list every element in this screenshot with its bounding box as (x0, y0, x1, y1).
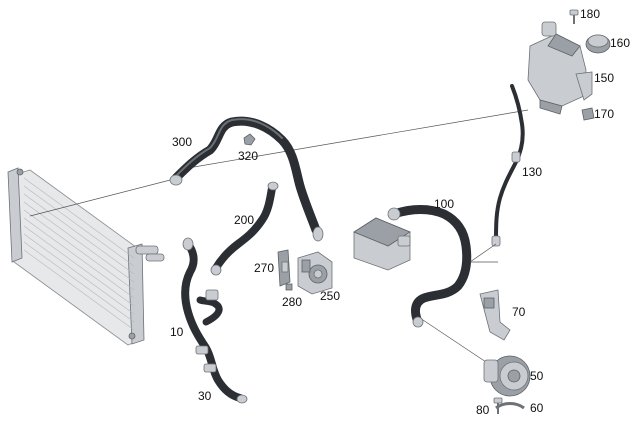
callout-10: 10 (170, 325, 184, 339)
radiator (7, 167, 165, 346)
bolt-80 (493, 397, 503, 414)
callout-180: 180 (580, 7, 600, 21)
callout-60: 60 (530, 401, 544, 415)
bracket-270 (277, 249, 291, 287)
clamp-60 (495, 402, 525, 410)
hose-100 (387, 205, 472, 328)
bushing-170 (581, 107, 595, 121)
callout-300: 300 (172, 135, 192, 149)
bracket-70 (479, 289, 511, 341)
callout-160: 160 (610, 36, 630, 50)
callout-50: 50 (530, 369, 544, 383)
callout-70: 70 (512, 305, 526, 319)
leader-radiator (29, 177, 179, 217)
cap-160 (585, 34, 611, 54)
screw-180 (569, 9, 579, 24)
callout-170: 170 (594, 107, 614, 121)
callout-80: 80 (476, 403, 490, 417)
hose-10 (181, 237, 248, 404)
clip-280 (285, 283, 293, 291)
callout-280: 280 (282, 295, 302, 309)
callout-200: 200 (234, 213, 254, 227)
aux-pump-250 (297, 251, 333, 295)
heat-exchanger (353, 217, 411, 271)
callout-130: 130 (522, 165, 542, 179)
callout-30: 30 (198, 389, 212, 403)
clip-320 (243, 133, 256, 146)
leader-pump-line (419, 317, 487, 363)
hose-200 (210, 181, 279, 276)
callout-320: 320 (238, 149, 258, 163)
callout-100: 100 (434, 197, 454, 211)
callout-labels: 10 30 50 60 70 80 100 130 150 160 170 18… (170, 7, 630, 417)
leader-tank-line (187, 109, 529, 169)
expansion-tank-150 (527, 21, 593, 115)
hose-300 (169, 116, 324, 242)
pipe-130 (469, 84, 525, 263)
callout-270: 270 (254, 261, 274, 275)
callout-250: 250 (320, 289, 340, 303)
water-pump-50 (483, 355, 531, 397)
callout-150: 150 (594, 71, 614, 85)
